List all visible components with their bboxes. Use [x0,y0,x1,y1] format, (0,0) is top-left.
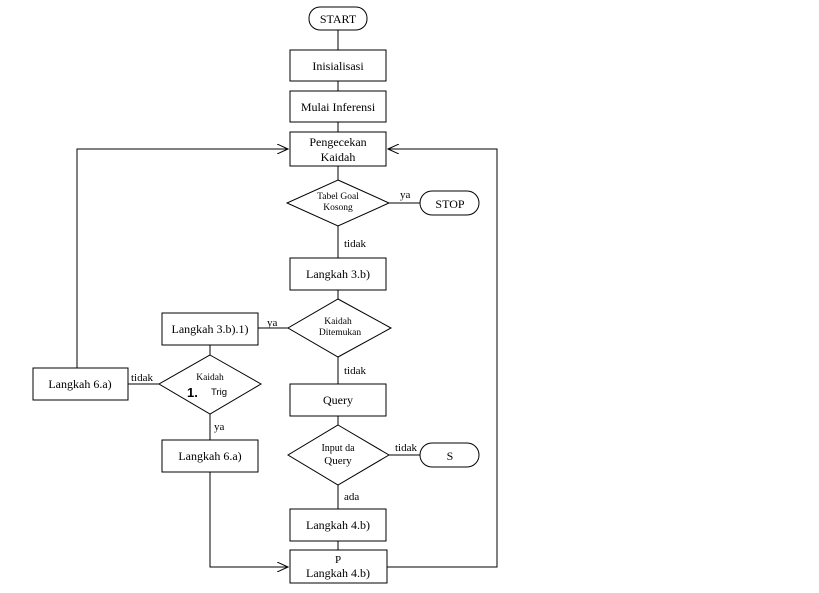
connectors [76,30,498,568]
edge-label-tidak-s: tidak [395,442,417,454]
kaidah-trig-label-line2: Trig [211,387,227,398]
s-shape [419,442,480,468]
final-label-line1: P [335,554,341,566]
input-query-label-line1: Input da [321,443,355,454]
query-process: Query [289,383,387,417]
s-label: S [447,449,454,463]
mulai-inferensi-box [289,90,387,123]
edge-label-tidak-query: tidak [344,365,366,377]
langkah-6a-bottom-label: Langkah 6.a) [178,449,241,463]
pengecekan-label-line2: Kaidah [321,150,356,164]
edge-labels: ya tidak ya tidak tidak ya tidak ada [131,189,417,503]
langkah-3b-label: Langkah 3.b) [306,267,370,281]
inisialisasi-process: Inisialisasi [289,49,387,82]
mulai-inferensi-label: Mulai Inferensi [301,100,376,114]
mulai-inferensi-process: Mulai Inferensi [289,90,387,123]
start-shape [308,6,368,31]
s-terminal: S [419,442,480,468]
langkah-6a-left-box [32,367,129,401]
langkah-3b-box [289,257,387,291]
input-query-label-line2: Query [324,455,352,467]
edge-label-ada-langkah4b: ada [344,491,359,503]
edge-label-ya-langkah6a: ya [214,421,225,433]
tabel-goal-label-line2: Kosong [323,203,353,213]
kaidah-trig-decision: Kaidah 1. Trig [158,354,262,415]
pengecekan-kaidah-process: Pengecekan Kaidah [289,131,387,167]
inisialisasi-label: Inisialisasi [312,59,364,73]
edge-langkah6a-final [209,472,288,567]
inisialisasi-box [289,49,387,82]
start-terminal: START [308,6,368,31]
start-label: START [320,12,357,26]
tabel-goal-diamond [285,179,391,227]
kaidah-trig-label-line1: Kaidah [196,373,224,383]
edge-label-tidak-langkah3b: tidak [344,238,366,250]
edge-label-tidak-langkah6a: tidak [131,372,153,384]
langkah-4b-label: Langkah 4.b) [306,518,370,532]
query-box [289,383,387,417]
kaidah-ditemukan-label-line2: Ditemukan [319,328,361,338]
langkah-6a-bottom-process: Langkah 6.a) [161,439,259,473]
kaidah-trig-diamond [158,354,262,415]
pengecekan-kaidah-box [289,131,387,167]
final-box [289,549,388,584]
query-label: Query [323,393,353,407]
input-query-diamond [287,424,390,486]
input-query-decision: Input da Query [287,424,390,486]
langkah-3b1-box [161,312,259,346]
pengecekan-label-line1: Pengecekan [309,135,366,149]
langkah-6a-bottom-box [161,439,259,473]
stop-shape [419,190,480,216]
edge-final-loop-pengecekan [387,149,498,568]
final-process: P Langkah 4.b) [289,549,388,584]
edge-label-ya-langkah3b1: ya [267,317,278,329]
langkah-6a-left-process: Langkah 6.a) [32,367,129,401]
langkah-6a-left-label: Langkah 6.a) [48,377,111,391]
edge-langkah6a-loop-pengecekan [76,149,288,368]
kaidah-ditemukan-label-line1: Kaidah [324,317,352,327]
stop-terminal: STOP [419,190,480,216]
langkah-4b-process: Langkah 4.b) [289,508,387,542]
langkah-4b-box [289,508,387,542]
kaidah-ditemukan-diamond [287,298,393,358]
langkah-3b1-process: Langkah 3.b).1) [161,312,259,346]
edge-label-ya-stop: ya [400,189,411,201]
langkah-3b-process: Langkah 3.b) [289,257,387,291]
langkah-3b1-label: Langkah 3.b).1) [172,322,249,336]
kaidah-ditemukan-decision: Kaidah Ditemukan [287,298,393,358]
final-label-line2: Langkah 4.b) [306,566,370,580]
stop-label: STOP [435,197,464,211]
tabel-goal-label-line1: Tabel Goal [317,192,359,202]
tabel-goal-decision: Tabel Goal Kosong [285,179,391,227]
kaidah-trig-number: 1. [187,385,198,400]
